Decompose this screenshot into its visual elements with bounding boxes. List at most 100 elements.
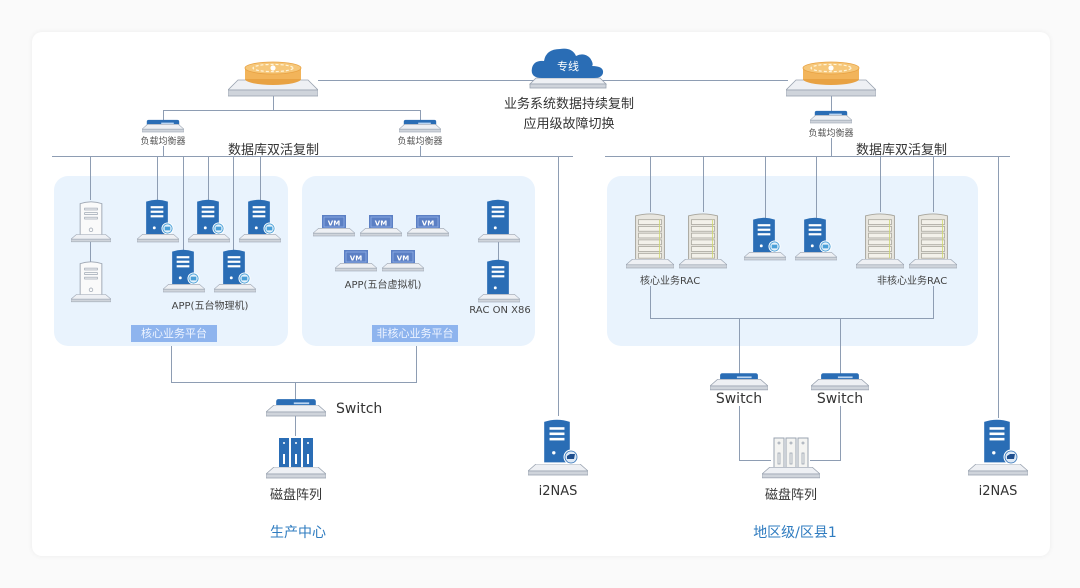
i2nas-server-icon: [528, 419, 588, 476]
db-active-active-label: 数据库双活复制: [856, 143, 948, 158]
connector: [810, 460, 841, 461]
i2nas-label: i2NAS: [978, 484, 1018, 499]
virtual-app-caption: APP(五台虚拟机): [344, 280, 422, 291]
connector: [650, 286, 651, 319]
failover-caption: 应用级故障切换: [523, 117, 615, 132]
app-server-icon: [744, 217, 786, 261]
connector: [933, 176, 934, 212]
cloud-label: 专线: [557, 60, 579, 73]
switch-label: Switch: [715, 391, 763, 407]
connector: [163, 146, 164, 156]
rac-rack-icon: [909, 213, 957, 269]
disk-array-label: 磁盘阵列: [269, 488, 322, 503]
app-server-icon: [239, 199, 281, 243]
noncore-platform-tag: 非核心业务平台: [372, 325, 458, 342]
dedicated-line-cloud: 专线: [528, 44, 608, 90]
connector: [840, 406, 841, 460]
connector: [650, 176, 651, 212]
connector: [295, 416, 296, 436]
connector: [416, 344, 417, 382]
connector: [933, 286, 934, 319]
load-balancer-icon: [142, 119, 184, 133]
rac-x86-caption: RAC ON X86: [469, 305, 531, 316]
database-server-icon: [71, 201, 111, 243]
load-balancer-label: 负载均衡器: [808, 129, 854, 139]
connector: [816, 176, 817, 218]
connector: [498, 240, 499, 262]
disk-array-label: 磁盘阵列: [764, 488, 817, 503]
connector: [739, 406, 740, 460]
database-server-icon: [71, 261, 111, 303]
db-active-active-label: 数据库双活复制: [228, 143, 320, 158]
connector: [171, 382, 417, 383]
rac-server-icon: [478, 199, 520, 243]
connector: [840, 318, 841, 346]
connector: [765, 176, 766, 218]
app-server-icon: [214, 249, 256, 293]
app-server-icon: [163, 249, 205, 293]
switch-icon: [811, 373, 869, 391]
right-site-title: 地区级/区县1: [753, 525, 837, 541]
connector: [273, 96, 274, 111]
connector: [831, 138, 832, 156]
switch-label: Switch: [336, 401, 383, 417]
left-bus: [52, 156, 573, 157]
connector: [739, 318, 740, 374]
rac-rack-icon: [626, 213, 674, 269]
connector: [831, 96, 832, 112]
disk-array-icon: [762, 437, 820, 479]
switch-icon: [710, 373, 768, 391]
left-firewall-icon: [228, 58, 318, 98]
app-server-icon: [188, 199, 230, 243]
app-server-icon: [795, 217, 837, 261]
rac-server-icon: [478, 259, 520, 303]
connector: [739, 460, 771, 461]
core-rac-caption: 核心业务RAC: [640, 276, 701, 287]
connector: [260, 176, 261, 200]
connector: [739, 318, 740, 346]
i2nas-server-icon: [968, 419, 1028, 476]
connector: [420, 110, 421, 122]
cloud-icon: [529, 48, 607, 89]
right-firewall-icon: [786, 58, 876, 98]
connector: [233, 176, 234, 250]
connector: [163, 110, 164, 122]
load-balancer-label: 负载均衡器: [397, 137, 443, 147]
disk-array-icon: [266, 438, 326, 479]
load-balancer-icon: [399, 119, 441, 133]
rac-rack-icon: [679, 213, 727, 269]
connector: [998, 156, 999, 418]
vm-icon: [335, 249, 377, 272]
vm-icon: [360, 214, 402, 237]
left-site-title: 生产中心: [270, 525, 326, 541]
load-balancer-icon: [810, 110, 852, 124]
connector: [157, 176, 158, 200]
switch-icon: [266, 399, 326, 417]
connector: [295, 382, 296, 400]
right-bus: [605, 156, 1010, 157]
vm-icon: [313, 214, 355, 237]
vm-icon: [407, 214, 449, 237]
connector: [703, 176, 704, 212]
connector: [171, 344, 172, 382]
connector: [208, 176, 209, 200]
connector: [183, 176, 184, 250]
switch-label: Switch: [816, 391, 864, 407]
noncore-rac-caption: 非核心业务RAC: [877, 276, 948, 287]
i2nas-label: i2NAS: [538, 484, 578, 499]
vm-icon: [382, 249, 424, 272]
core-platform-tag: 核心业务平台: [131, 325, 217, 342]
connector: [90, 176, 91, 200]
load-balancer-label: 负载均衡器: [140, 137, 186, 147]
connector: [840, 318, 841, 374]
connector: [650, 318, 934, 319]
connector: [558, 156, 559, 416]
connector: [163, 110, 421, 111]
connector: [880, 176, 881, 212]
connector: [420, 146, 421, 156]
app-server-icon: [137, 199, 179, 243]
replication-caption: 业务系统数据持续复制: [503, 97, 634, 112]
rac-rack-icon: [856, 213, 904, 269]
physical-app-caption: APP(五台物理机): [171, 301, 249, 312]
connector: [90, 240, 91, 262]
